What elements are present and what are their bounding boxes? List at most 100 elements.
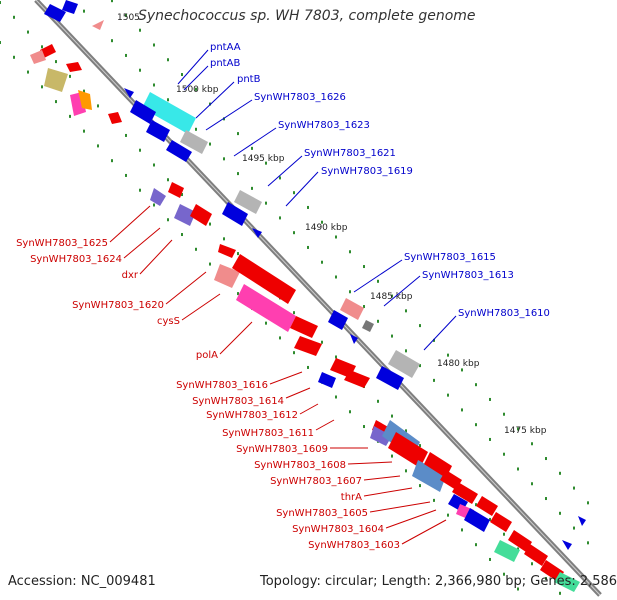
- feature-cds[interactable]: [508, 530, 532, 552]
- tick-dot: [503, 532, 505, 536]
- feature-cds[interactable]: [490, 512, 512, 532]
- tick-dot: [475, 383, 477, 387]
- feature-cds[interactable]: [44, 68, 68, 92]
- feature-cds[interactable]: [214, 264, 240, 288]
- gene-label-1623[interactable]: SynWH7803_1623: [278, 120, 370, 131]
- feature-cds[interactable]: [340, 298, 364, 320]
- feature-cds[interactable]: [452, 482, 478, 504]
- feature-cds[interactable]: [370, 426, 392, 446]
- gene-label-1605[interactable]: SynWH7803_1605: [276, 508, 368, 519]
- feature-cds[interactable]: [166, 140, 192, 162]
- gene-label-1615[interactable]: SynWH7803_1615: [404, 252, 496, 263]
- tick-dot: [293, 191, 295, 195]
- feature-cds[interactable]: [174, 204, 196, 226]
- gene-label-1604[interactable]: SynWH7803_1604: [292, 524, 384, 535]
- gene-label-dxr[interactable]: dxr: [122, 270, 139, 281]
- feature-cds[interactable]: [344, 370, 370, 388]
- feature-cds[interactable]: [362, 320, 374, 332]
- feature-cds[interactable]: [30, 50, 46, 64]
- gene-label-pntAB[interactable]: pntAB: [210, 58, 240, 69]
- feature-cds[interactable]: [168, 182, 184, 198]
- feature-cds[interactable]: [190, 204, 212, 226]
- feature-cds[interactable]: [130, 100, 156, 124]
- tick-dot: [279, 176, 281, 180]
- gene-label-polA[interactable]: polA: [196, 350, 218, 361]
- feature-cds[interactable]: [180, 130, 208, 154]
- forward-strand-features[interactable]: [44, 0, 586, 550]
- feature-cds[interactable]: [350, 334, 358, 344]
- feature-cds[interactable]: [78, 90, 92, 110]
- feature-cds[interactable]: [40, 44, 56, 58]
- feature-cds[interactable]: [62, 0, 78, 14]
- tick-dot: [111, 159, 113, 163]
- gene-label-1607[interactable]: SynWH7803_1607: [270, 476, 362, 487]
- feature-cds[interactable]: [234, 190, 262, 214]
- feature-cds[interactable]: [388, 350, 420, 378]
- tick-dot: [55, 60, 57, 64]
- feature-cds[interactable]: [252, 228, 262, 238]
- feature-cds[interactable]: [150, 188, 166, 206]
- feature-cds[interactable]: [554, 572, 580, 592]
- feature-cds[interactable]: [142, 92, 196, 134]
- gene-label-1609[interactable]: SynWH7803_1609: [236, 444, 328, 455]
- feature-cds[interactable]: [218, 244, 236, 258]
- feature-cds[interactable]: [562, 540, 572, 550]
- tick-dot: [41, 85, 43, 89]
- right-gene-labels[interactable]: pntAA pntAB pntB SynWH7803_1626 SynWH780…: [210, 42, 550, 319]
- feature-cds[interactable]: [464, 508, 490, 532]
- left-gene-labels[interactable]: SynWH7803_1625 SynWH7803_1624 dxr SynWH7…: [16, 238, 400, 551]
- reverse-strand-features[interactable]: [30, 44, 580, 592]
- gene-label-1624[interactable]: SynWH7803_1624: [30, 254, 122, 265]
- feature-cds[interactable]: [476, 496, 498, 516]
- tick-dot: [237, 172, 239, 176]
- feature-cds[interactable]: [424, 452, 452, 478]
- gene-label-1613[interactable]: SynWH7803_1613: [422, 270, 514, 281]
- tick-dot: [349, 250, 351, 254]
- gene-label-1611[interactable]: SynWH7803_1611: [222, 428, 314, 439]
- tick-dot: [111, 39, 113, 43]
- feature-cds[interactable]: [328, 310, 348, 330]
- gene-label-1621[interactable]: SynWH7803_1621: [304, 148, 396, 159]
- feature-cds[interactable]: [388, 432, 428, 468]
- gene-label-pntAA[interactable]: pntAA: [210, 42, 241, 53]
- feature-cds[interactable]: [290, 316, 318, 338]
- feature-cds[interactable]: [494, 540, 520, 562]
- gene-label-1603[interactable]: SynWH7803_1603: [308, 540, 400, 551]
- feature-cds[interactable]: [376, 366, 404, 390]
- tick-dot: [517, 587, 519, 591]
- leader-line: [109, 205, 151, 243]
- gene-label-pntB[interactable]: pntB: [237, 74, 261, 85]
- feature-cds[interactable]: [66, 62, 82, 72]
- gene-label-1620[interactable]: SynWH7803_1620: [72, 300, 164, 311]
- gene-label-1626[interactable]: SynWH7803_1626: [254, 92, 346, 103]
- feature-cds[interactable]: [108, 112, 122, 124]
- gene-label-thrA[interactable]: thrA: [341, 492, 362, 503]
- feature-cds[interactable]: [92, 20, 104, 30]
- feature-cds[interactable]: [124, 88, 134, 98]
- gene-label-1612[interactable]: SynWH7803_1612: [206, 410, 298, 421]
- tick-dot: [461, 528, 463, 532]
- tick-dot: [405, 429, 407, 433]
- tick-dot: [559, 591, 561, 595]
- gene-label-1610[interactable]: SynWH7803_1610: [458, 308, 550, 319]
- gene-label-1614[interactable]: SynWH7803_1614: [192, 396, 284, 407]
- tick-dot: [83, 9, 85, 13]
- gene-label-cysS[interactable]: cysS: [157, 316, 180, 327]
- feature-cds[interactable]: [318, 372, 336, 388]
- feature-cds[interactable]: [146, 120, 170, 142]
- feature-cds[interactable]: [236, 284, 296, 332]
- gene-label-1616[interactable]: SynWH7803_1616: [176, 380, 268, 391]
- gene-label-1619[interactable]: SynWH7803_1619: [321, 166, 413, 177]
- feature-cds[interactable]: [232, 254, 296, 304]
- feature-cds[interactable]: [412, 460, 446, 492]
- feature-cds[interactable]: [294, 336, 322, 356]
- feature-cds[interactable]: [222, 202, 248, 226]
- feature-cds[interactable]: [578, 516, 586, 526]
- gene-label-1625[interactable]: SynWH7803_1625: [16, 238, 108, 249]
- tick-dot: [125, 53, 127, 57]
- tick-dot: [279, 336, 281, 340]
- feature-cds[interactable]: [44, 4, 66, 22]
- gene-label-1608[interactable]: SynWH7803_1608: [254, 460, 346, 471]
- feature-cds[interactable]: [524, 544, 548, 566]
- genome-map[interactable]: 1505 1500 kbp 1495 kbp 1490 kbp 1485 kbp…: [0, 0, 602, 600]
